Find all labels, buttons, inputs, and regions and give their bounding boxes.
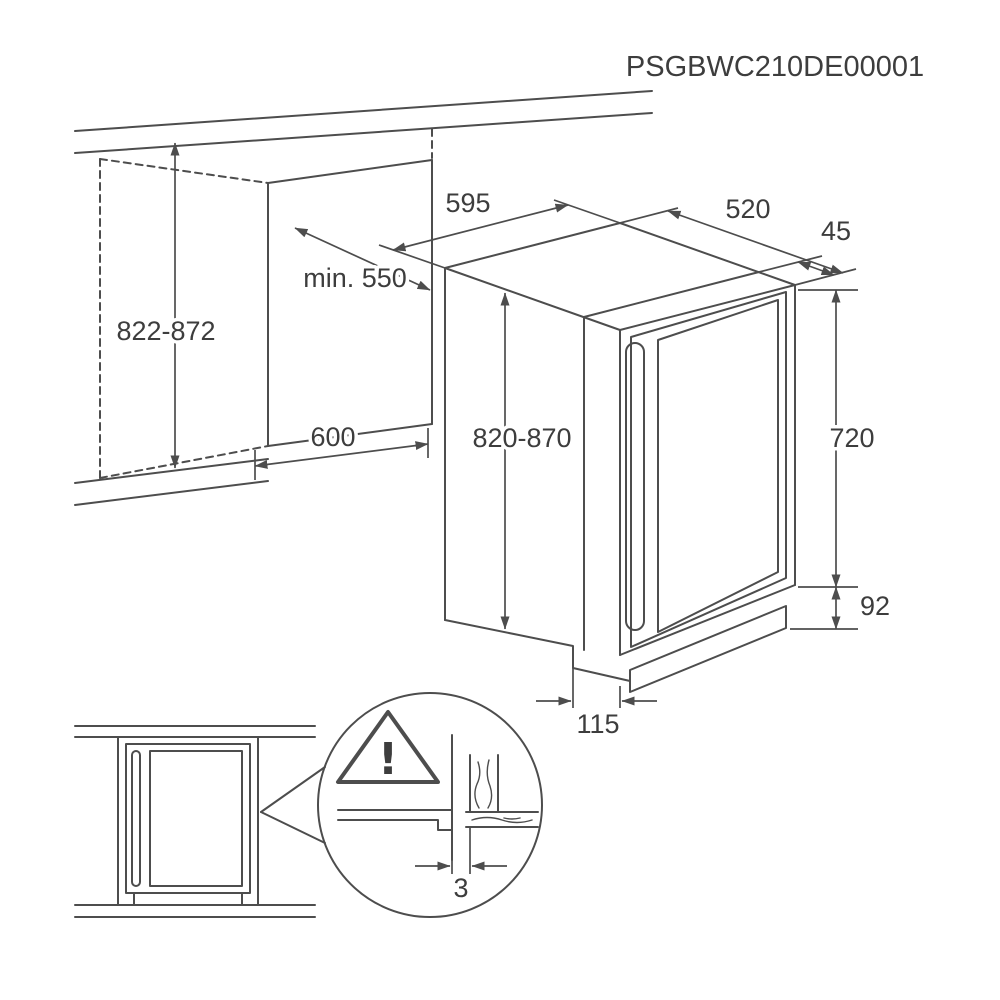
dim-appliance-width: 595 — [378, 185, 621, 269]
dim-label-appliance-depth: 520 — [725, 194, 770, 224]
dim-door-height: 720 — [798, 289, 878, 588]
plinth-step — [444, 619, 631, 682]
dim-label-plinth-depth: 115 — [576, 709, 619, 739]
dim-label-door-thickness: 45 — [821, 216, 851, 246]
dim-label-side-gap: 3 — [453, 873, 468, 903]
appliance-perspective: 595 520 45 820-870 720 — [378, 185, 894, 743]
dim-niche-width: 600 — [254, 419, 429, 480]
dim-plinth-height: 92 — [790, 586, 894, 630]
door-bottom-edge — [619, 584, 796, 656]
dim-appliance-height: 820-870 — [469, 292, 575, 630]
dim-label-plinth-height: 92 — [860, 591, 890, 621]
detail-wood-section — [465, 754, 539, 828]
floor-line — [74, 458, 269, 484]
dim-label-appliance-width: 595 — [445, 188, 490, 218]
dim-label-niche-width: 600 — [310, 422, 355, 452]
dim-niche-depth: min. 550 — [294, 227, 431, 297]
warning-exclamation: ! — [378, 734, 398, 785]
dim-niche-height: 822-872 — [113, 142, 219, 469]
front-view-glass — [149, 750, 243, 887]
dim-plinth-depth: 115 — [536, 668, 657, 743]
dim-label-appliance-height: 820-870 — [472, 423, 571, 453]
worktop — [74, 90, 653, 154]
detail-callout — [260, 766, 326, 844]
detail-circle: ! 3 — [317, 692, 543, 918]
dim-label-niche-depth: min. 550 — [303, 263, 407, 293]
door-frame — [630, 291, 787, 648]
dim-door-thickness: 45 — [758, 213, 855, 276]
dim-label-niche-height: 822-872 — [116, 316, 215, 346]
front-view — [74, 725, 316, 918]
dim-appliance-depth: 520 — [619, 191, 857, 286]
plinth-front — [629, 605, 787, 693]
model-number: PSGBWC210DE00001 — [626, 51, 924, 83]
niche: 822-872 min. 550 600 — [74, 128, 433, 506]
warning-triangle-icon: ! — [336, 710, 440, 785]
dim-label-door-height: 720 — [829, 423, 874, 453]
front-view-door — [125, 743, 251, 894]
front-view-handle — [131, 750, 141, 887]
door-glass — [657, 299, 779, 633]
dim-side-gap: 3 — [415, 827, 507, 907]
door-seam-top — [583, 271, 760, 318]
detail-circle-border — [317, 692, 543, 918]
door-handle — [625, 342, 645, 631]
